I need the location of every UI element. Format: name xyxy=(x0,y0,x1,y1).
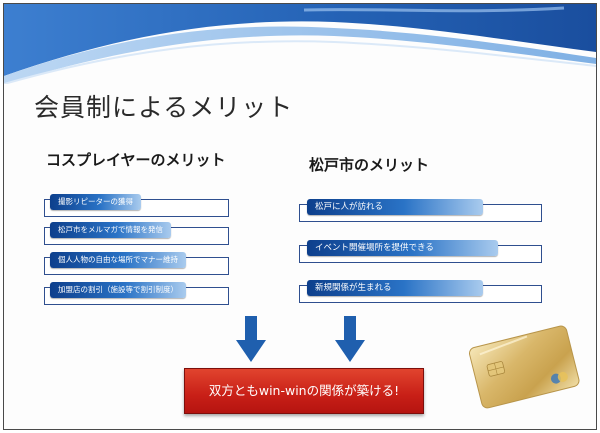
gold-card-image xyxy=(469,325,580,409)
benefit-label: 撮影リピーターの獲得 xyxy=(50,194,141,210)
left-benefit-item: 松戸市をメルマガで情報を発信 xyxy=(44,222,229,245)
benefit-label: イベント開催場所を提供できる xyxy=(307,240,498,256)
right-benefit-item: 新規関係が生まれる xyxy=(299,280,542,303)
slide-title: 会員制によるメリット xyxy=(34,93,294,122)
benefit-label: 松戸市をメルマガで情報を発信 xyxy=(50,222,171,238)
left-benefit-item: 加盟店の割引（施設等で割引制度） xyxy=(44,282,229,305)
benefit-label: 加盟店の割引（施設等で割引制度） xyxy=(50,282,186,298)
down-arrow-icon xyxy=(236,316,266,362)
left-benefit-item: 撮影リピーターの獲得 xyxy=(44,194,229,217)
down-arrow-icon xyxy=(335,316,365,362)
right-column-heading: 松戸市のメリット xyxy=(309,156,430,174)
header-wave-decoration xyxy=(4,4,596,84)
presentation-slide: 会員制によるメリット コスプレイヤーのメリット 松戸市のメリット 撮影リピーター… xyxy=(3,3,597,430)
right-benefit-item: 松戸に人が訪れる xyxy=(299,199,542,222)
left-benefit-item: 個人人物の自由な場所でマナー維持 xyxy=(44,252,229,275)
right-benefit-item: イベント開催場所を提供できる xyxy=(299,240,542,263)
conclusion-banner: 双方ともwin-winの関係が築ける! xyxy=(184,368,424,414)
left-column-heading: コスプレイヤーのメリット xyxy=(46,151,226,169)
benefit-label: 新規関係が生まれる xyxy=(307,280,483,296)
benefit-label: 松戸に人が訪れる xyxy=(307,199,483,215)
benefit-label: 個人人物の自由な場所でマナー維持 xyxy=(50,252,186,268)
